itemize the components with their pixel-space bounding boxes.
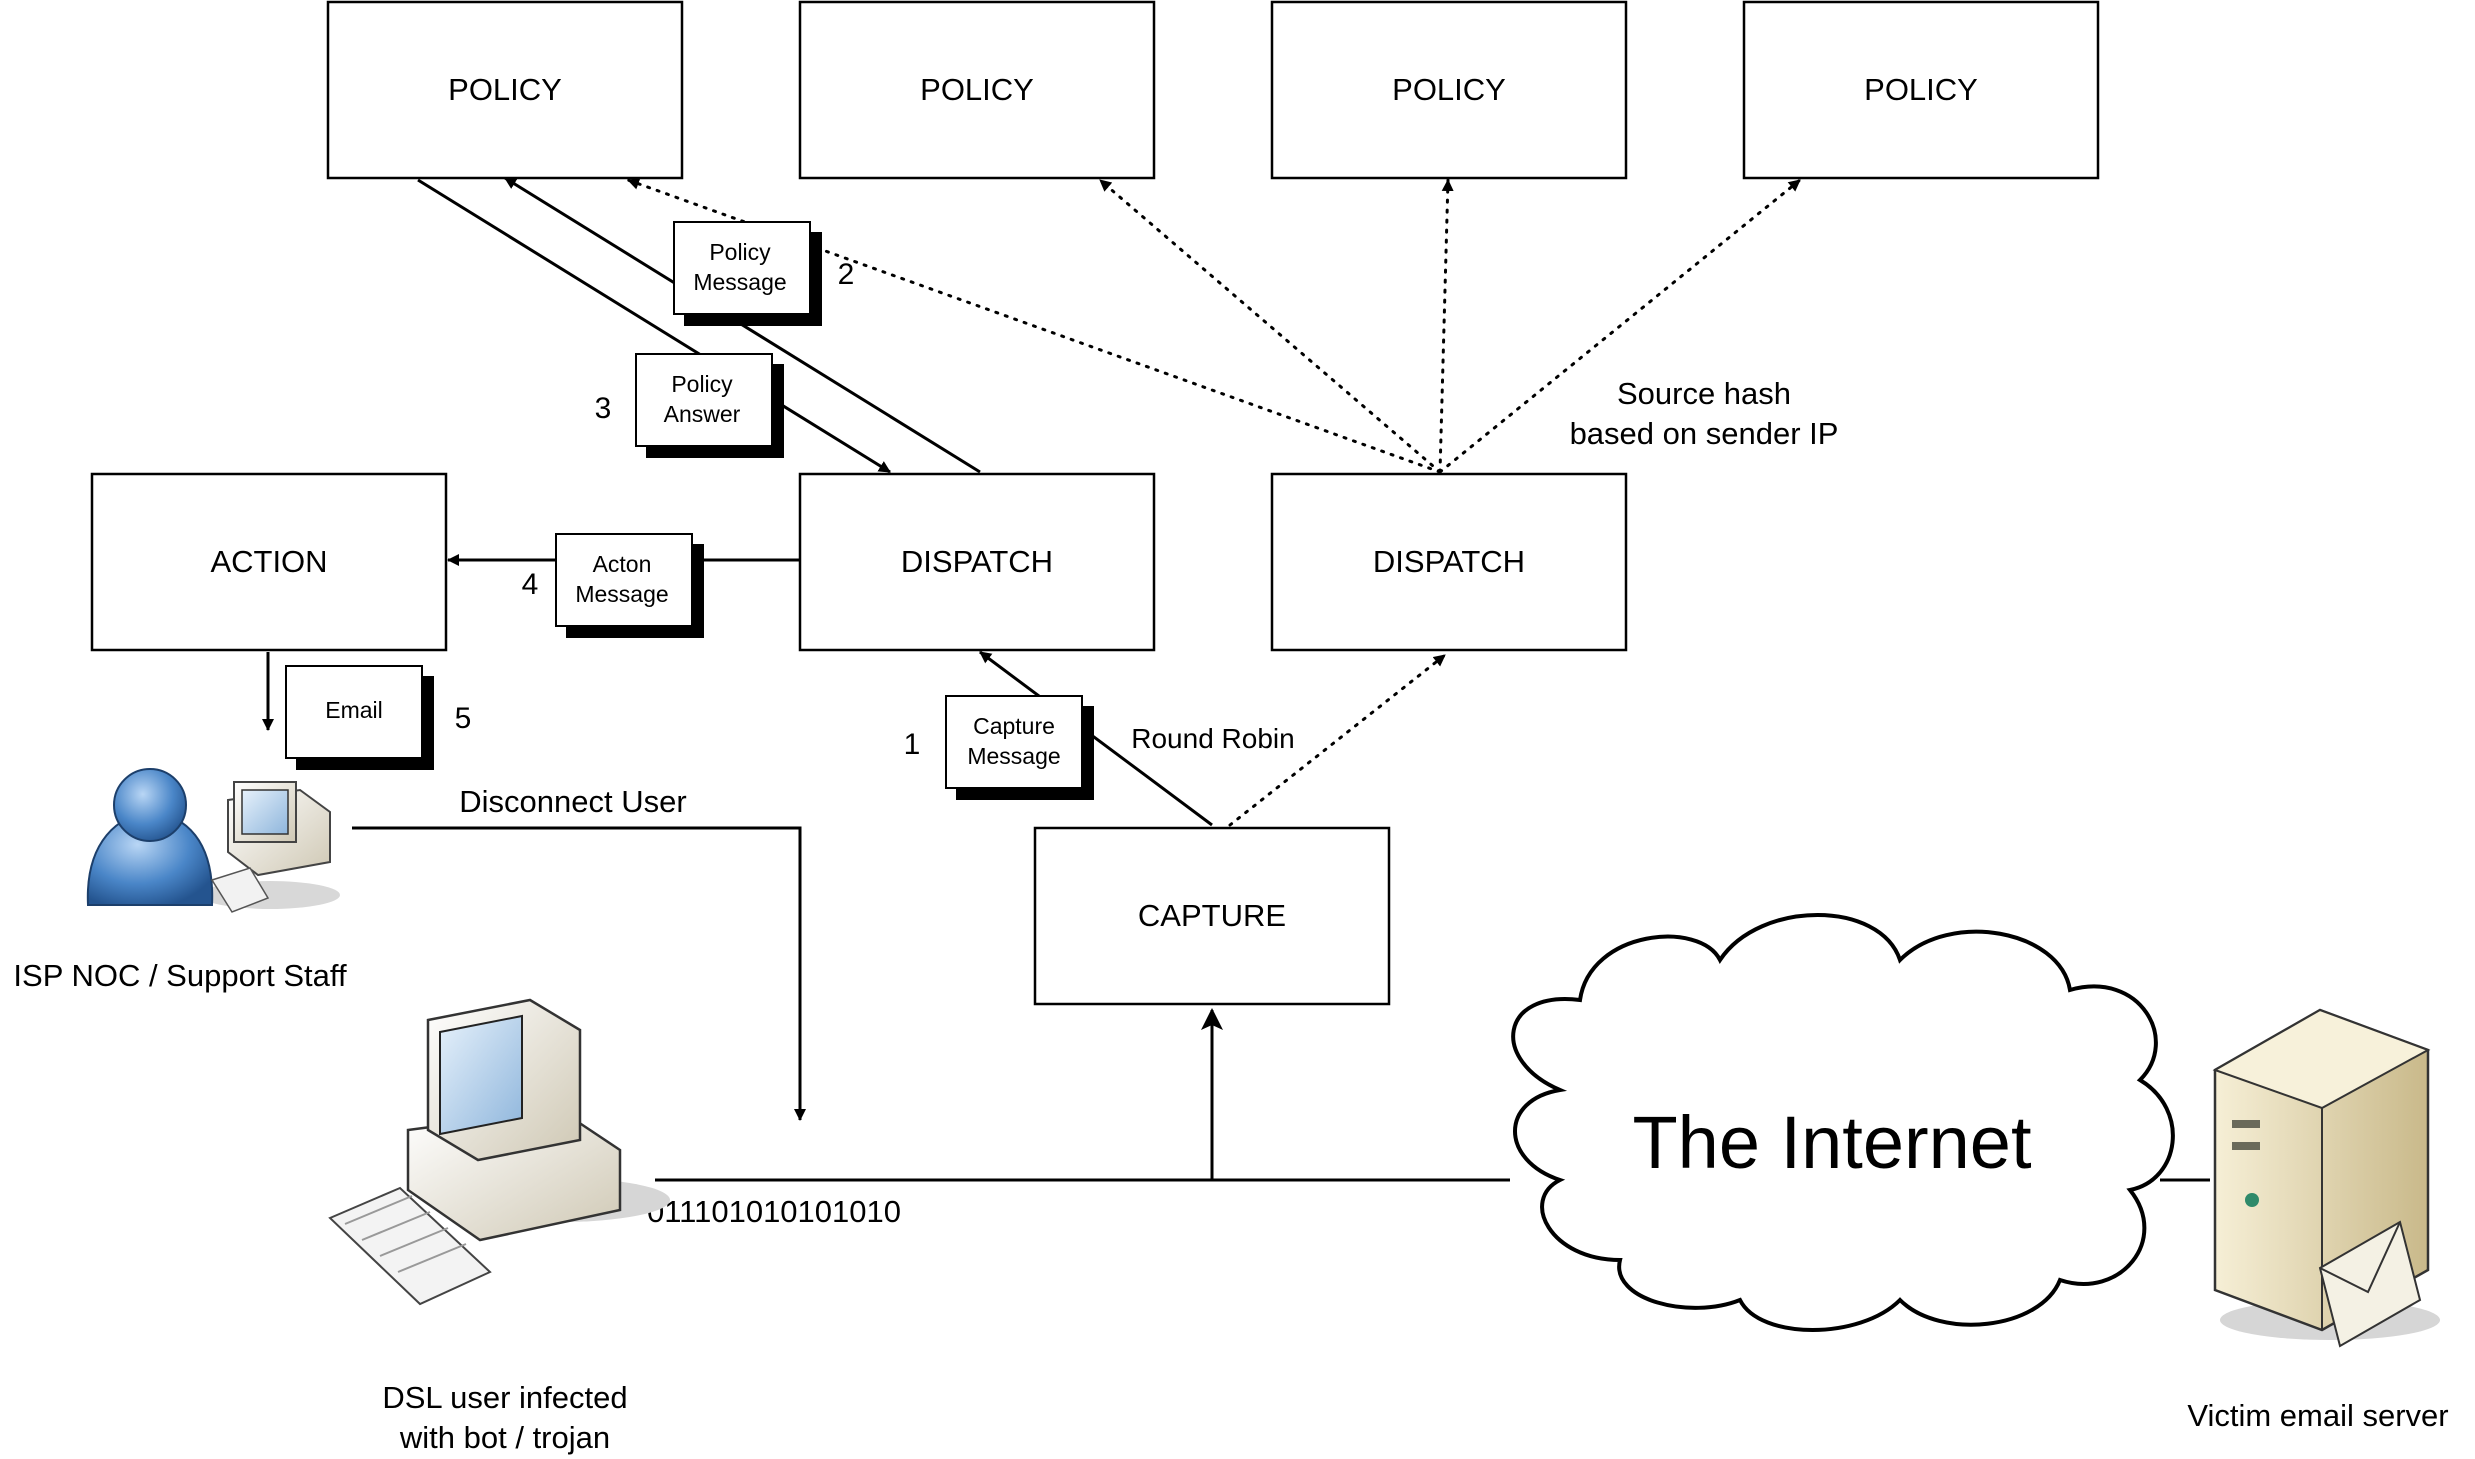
step-4-label: 4 bbox=[522, 568, 539, 601]
action-message-tag: Acton Message bbox=[555, 533, 704, 638]
email-tag: Email bbox=[285, 665, 434, 770]
step-2-label: 2 bbox=[838, 258, 855, 291]
policy-box-4: POLICY bbox=[1742, 0, 2100, 180]
capture-message-line1: Capture bbox=[973, 713, 1055, 739]
binary-traffic-label: 011101010101010 bbox=[647, 1194, 901, 1229]
policy-box-3-label: POLICY bbox=[1392, 72, 1506, 107]
desktop-computer-icon bbox=[328, 998, 622, 1306]
dsl-user-computer-icon bbox=[328, 998, 670, 1306]
dispatch-box-2: DISPATCH bbox=[1270, 472, 1628, 652]
capture-message-line2: Message bbox=[967, 743, 1060, 769]
dotted-link-policy2 bbox=[1098, 178, 1442, 474]
policy-message-line2: Message bbox=[693, 269, 786, 295]
policy-message-line1: Policy bbox=[709, 239, 771, 265]
server-icon bbox=[2212, 1008, 2440, 1348]
source-hash-label-line2: based on sender IP bbox=[1570, 416, 1839, 451]
policy-answer-line2: Answer bbox=[664, 401, 741, 427]
capture-message-tag: Capture Message bbox=[945, 695, 1094, 800]
dispatch-box-1-label: DISPATCH bbox=[901, 544, 1053, 579]
round-robin-label: Round Robin bbox=[1131, 723, 1294, 754]
desktop-computer-icon bbox=[210, 781, 331, 913]
disconnect-user-line bbox=[352, 826, 806, 1121]
policy-box-1: POLICY bbox=[326, 0, 684, 180]
policy-box-1-label: POLICY bbox=[448, 72, 562, 107]
action-message-line1: Acton bbox=[593, 551, 652, 577]
dotted-link-policy4 bbox=[1438, 178, 1802, 474]
action-box: ACTION bbox=[90, 472, 448, 652]
policy-box-2: POLICY bbox=[798, 0, 1156, 180]
envelope-icon bbox=[2318, 1220, 2422, 1348]
dsl-user-label-line1: DSL user infected bbox=[382, 1380, 627, 1415]
internet-label: The Internet bbox=[1632, 1101, 2031, 1184]
disconnect-user-label: Disconnect User bbox=[459, 784, 686, 819]
capture-box-label: CAPTURE bbox=[1138, 898, 1286, 933]
policy-message-tag: Policy Message bbox=[673, 221, 822, 326]
isp-staff-label: ISP NOC / Support Staff bbox=[13, 958, 347, 993]
dotted-link-policy3 bbox=[1438, 178, 1454, 474]
cloud-icon: The Internet bbox=[1511, 913, 2175, 1332]
person-icon bbox=[86, 768, 214, 906]
dsl-user-label-line2: with bot / trojan bbox=[399, 1420, 610, 1455]
policy-box-3: POLICY bbox=[1270, 0, 1628, 180]
policy-answer-line bbox=[417, 178, 891, 474]
step-3-label: 3 bbox=[595, 392, 612, 425]
victim-server-label: Victim email server bbox=[2187, 1398, 2448, 1433]
action-message-line2: Message bbox=[575, 581, 668, 607]
capture-box: CAPTURE bbox=[1033, 826, 1391, 1006]
policy-box-2-label: POLICY bbox=[920, 72, 1034, 107]
step-5-label: 5 bbox=[455, 702, 472, 735]
source-hash-label-line1: Source hash bbox=[1617, 376, 1791, 411]
dispatch-box-2-label: DISPATCH bbox=[1373, 544, 1525, 579]
isp-staff-icon bbox=[86, 768, 340, 913]
email-tag-label: Email bbox=[325, 697, 383, 723]
policy-answer-tag: Policy Answer bbox=[635, 353, 784, 458]
policy-box-4-label: POLICY bbox=[1864, 72, 1978, 107]
capture-message-line bbox=[979, 650, 1213, 827]
action-box-label: ACTION bbox=[210, 544, 327, 579]
dispatch-box-1: DISPATCH bbox=[798, 472, 1156, 652]
policy-answer-line1: Policy bbox=[671, 371, 733, 397]
step-1-label: 1 bbox=[904, 728, 921, 761]
